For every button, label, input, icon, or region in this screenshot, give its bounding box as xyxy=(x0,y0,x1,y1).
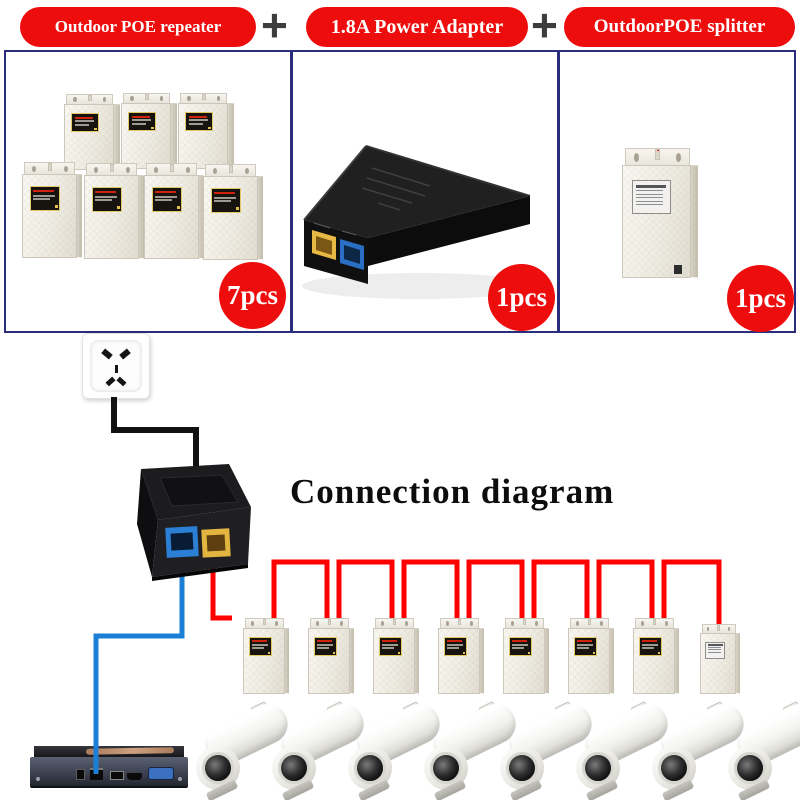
spec-label xyxy=(631,180,671,214)
socket-plate xyxy=(90,340,142,392)
warning-label xyxy=(444,637,468,657)
product-label-splitter-text: OutdoorPOE splitter xyxy=(593,16,766,37)
warning-label xyxy=(29,186,61,211)
mount-bracket xyxy=(146,163,198,179)
warning-label xyxy=(379,637,403,657)
poe-repeater-box xyxy=(64,94,119,170)
power-jack xyxy=(76,769,85,780)
poe-repeater-box xyxy=(121,93,176,169)
repeater-box-small xyxy=(633,618,679,694)
warning-label xyxy=(249,637,273,657)
warning-label xyxy=(185,112,214,132)
lan-port-blue xyxy=(165,526,199,558)
repeater-box-small xyxy=(503,618,549,694)
bullet-camera xyxy=(722,697,800,800)
bullet-camera xyxy=(570,697,688,800)
qty-text: 1pcs xyxy=(495,282,547,312)
warning-label xyxy=(151,187,183,212)
poe-repeater-box xyxy=(144,163,204,259)
product-label-repeater: Outdoor POE repeater xyxy=(20,7,256,47)
plus-sign: + xyxy=(531,0,558,51)
product-label-repeater-text: Outdoor POE repeater xyxy=(54,17,222,36)
engraved-spec-text xyxy=(361,167,431,211)
diagram-title: Connection diagram xyxy=(290,472,615,511)
port-caption-text xyxy=(313,222,357,236)
product-label-splitter: OutdoorPOE splitter xyxy=(564,7,795,47)
camera-lens xyxy=(658,752,690,784)
warning-label xyxy=(128,112,157,132)
repeater-box-small xyxy=(373,618,419,694)
bullet-camera xyxy=(266,697,384,800)
warning-label xyxy=(639,637,663,657)
camera-lens xyxy=(202,752,234,784)
mount-bracket xyxy=(205,164,257,180)
poe-port-yellow xyxy=(201,528,231,558)
camera-lens xyxy=(430,752,462,784)
camera-lens xyxy=(354,752,386,784)
product-label-adapter-text: 1.8A Power Adapter xyxy=(330,15,504,38)
repeater-box-small xyxy=(308,618,354,694)
poe-repeater-box xyxy=(203,164,263,260)
camera-lens xyxy=(506,752,538,784)
bullet-camera xyxy=(494,697,612,800)
poe-repeater-box xyxy=(22,162,82,258)
bullet-camera xyxy=(190,697,308,800)
poe-repeater-box xyxy=(84,163,144,259)
warning-label xyxy=(91,187,123,212)
poe-adapter-diagram xyxy=(137,464,251,581)
camera-lens xyxy=(278,752,310,784)
repeater-box-small xyxy=(243,618,289,694)
power-adapter-product xyxy=(302,145,538,299)
camera-lens xyxy=(582,752,614,784)
repeater-box-small xyxy=(438,618,484,694)
cable-gland xyxy=(674,264,683,274)
lan-cable-blue xyxy=(93,548,185,774)
qty-badge-repeater: 7pcs xyxy=(219,262,286,329)
product-label-adapter: 1.8A Power Adapter xyxy=(306,7,528,47)
wall-socket xyxy=(82,333,150,399)
plus-icon: + xyxy=(261,0,288,50)
bullet-camera xyxy=(342,697,460,800)
warning-label xyxy=(574,637,598,657)
vga-port xyxy=(148,767,174,780)
power-cable-black xyxy=(111,397,199,474)
warning-label xyxy=(314,637,338,657)
camera-lens xyxy=(734,752,766,784)
repeater-box-small xyxy=(568,618,614,694)
warning-label xyxy=(71,113,100,133)
poe-bus-cable-red xyxy=(271,559,722,627)
warning-label xyxy=(509,637,533,657)
plus-sign: + xyxy=(261,0,288,51)
nvr-rear-panel xyxy=(30,757,188,788)
bullet-camera xyxy=(418,697,536,800)
plus-icon: + xyxy=(531,0,558,50)
usb-port xyxy=(110,771,124,780)
qty-badge-splitter: 1pcs xyxy=(727,265,794,332)
qty-badge-adapter: 1pcs xyxy=(488,264,555,331)
qty-text: 1pcs xyxy=(734,283,786,313)
bullet-camera xyxy=(646,697,764,800)
poe-repeater-box xyxy=(178,93,233,169)
mount-bracket xyxy=(625,148,690,169)
nvr-recorder xyxy=(30,746,188,788)
splitter-box-small xyxy=(700,624,740,694)
qty-text: 7pcs xyxy=(226,280,278,310)
warning-label xyxy=(210,188,242,213)
nvr-top-face xyxy=(34,746,184,757)
spec-label xyxy=(705,641,726,660)
hdmi-port xyxy=(127,773,142,780)
poe-splitter-product xyxy=(622,148,698,278)
red-marker xyxy=(656,149,659,152)
